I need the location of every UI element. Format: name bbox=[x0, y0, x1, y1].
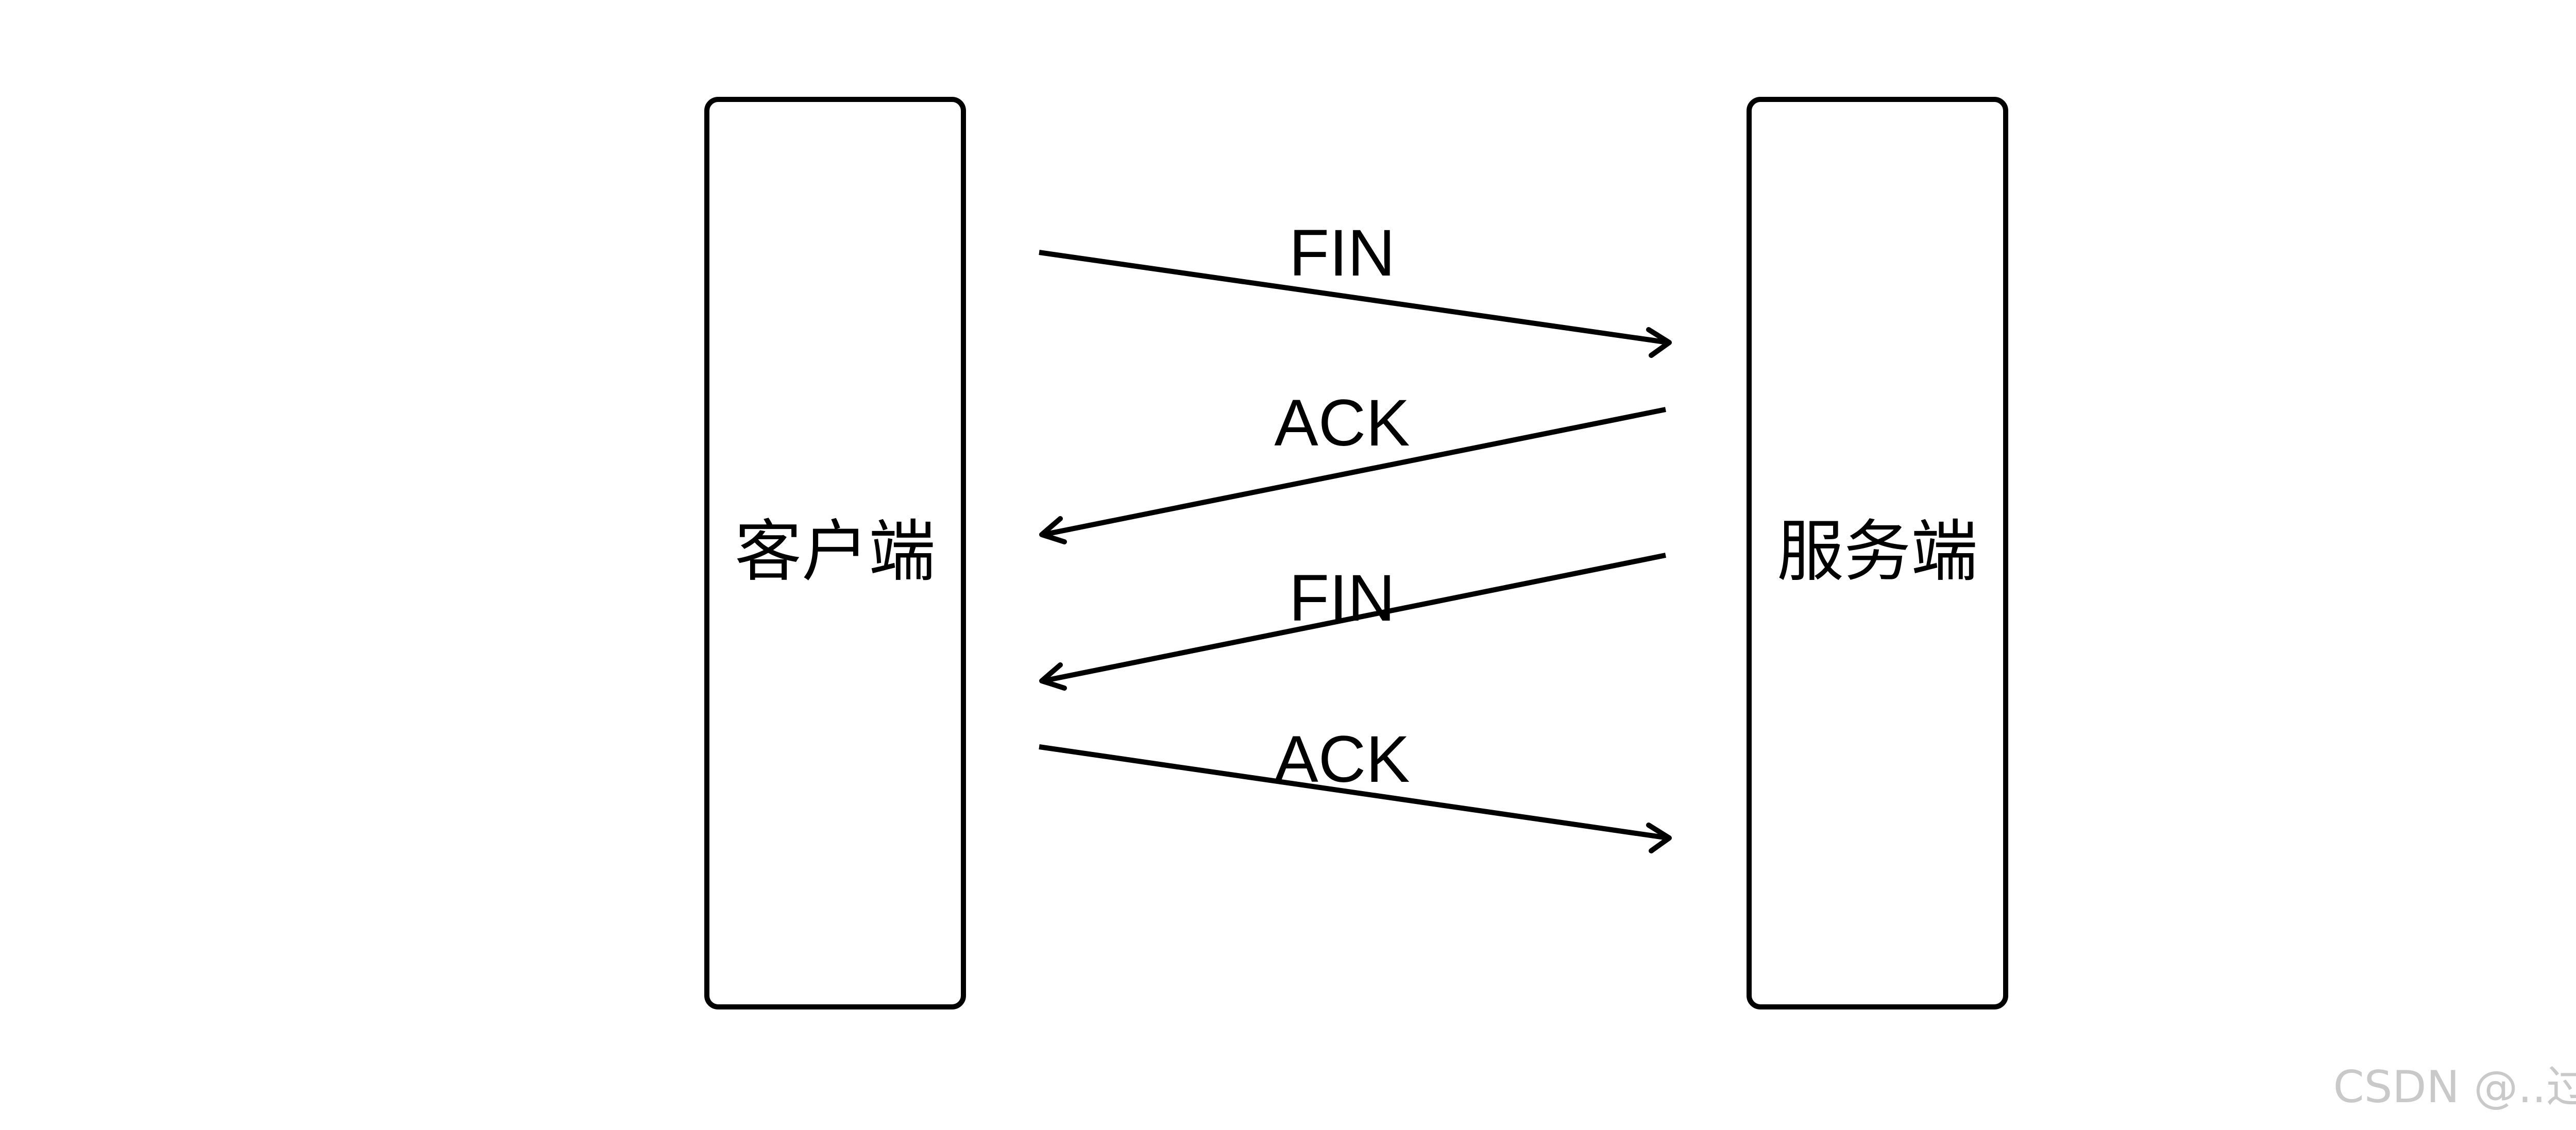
arrowhead-right-icon bbox=[1646, 823, 1672, 853]
server-box bbox=[1747, 97, 2008, 1009]
watermark: CSDN @..过云雨 bbox=[2333, 1061, 2576, 1113]
client-node: 客户端 bbox=[704, 97, 966, 1009]
arrow-line bbox=[1039, 744, 1669, 841]
arrowhead-right-icon bbox=[1646, 327, 1672, 358]
arrowhead-left-icon bbox=[1039, 516, 1067, 544]
server-label: 服务端 bbox=[1777, 512, 1978, 591]
arrow-line bbox=[1043, 407, 1666, 537]
arrow-line bbox=[1043, 553, 1666, 683]
message-ack-server-to-client: ACK bbox=[1039, 386, 1666, 544]
message-fin-client-to-server: FIN bbox=[1039, 216, 1672, 358]
arrow-line bbox=[1039, 250, 1669, 345]
message-ack-client-to-server: ACK bbox=[1039, 723, 1672, 853]
message-label: FIN bbox=[1289, 561, 1395, 635]
message-label: FIN bbox=[1289, 216, 1395, 290]
message-fin-server-to-client: FIN bbox=[1039, 553, 1666, 691]
message-label: ACK bbox=[1274, 386, 1410, 460]
client-label: 客户端 bbox=[735, 512, 936, 591]
message-label: ACK bbox=[1274, 723, 1410, 796]
arrowhead-left-icon bbox=[1039, 662, 1067, 691]
client-box bbox=[704, 97, 966, 1009]
server-node: 服务端 bbox=[1747, 97, 2008, 1009]
